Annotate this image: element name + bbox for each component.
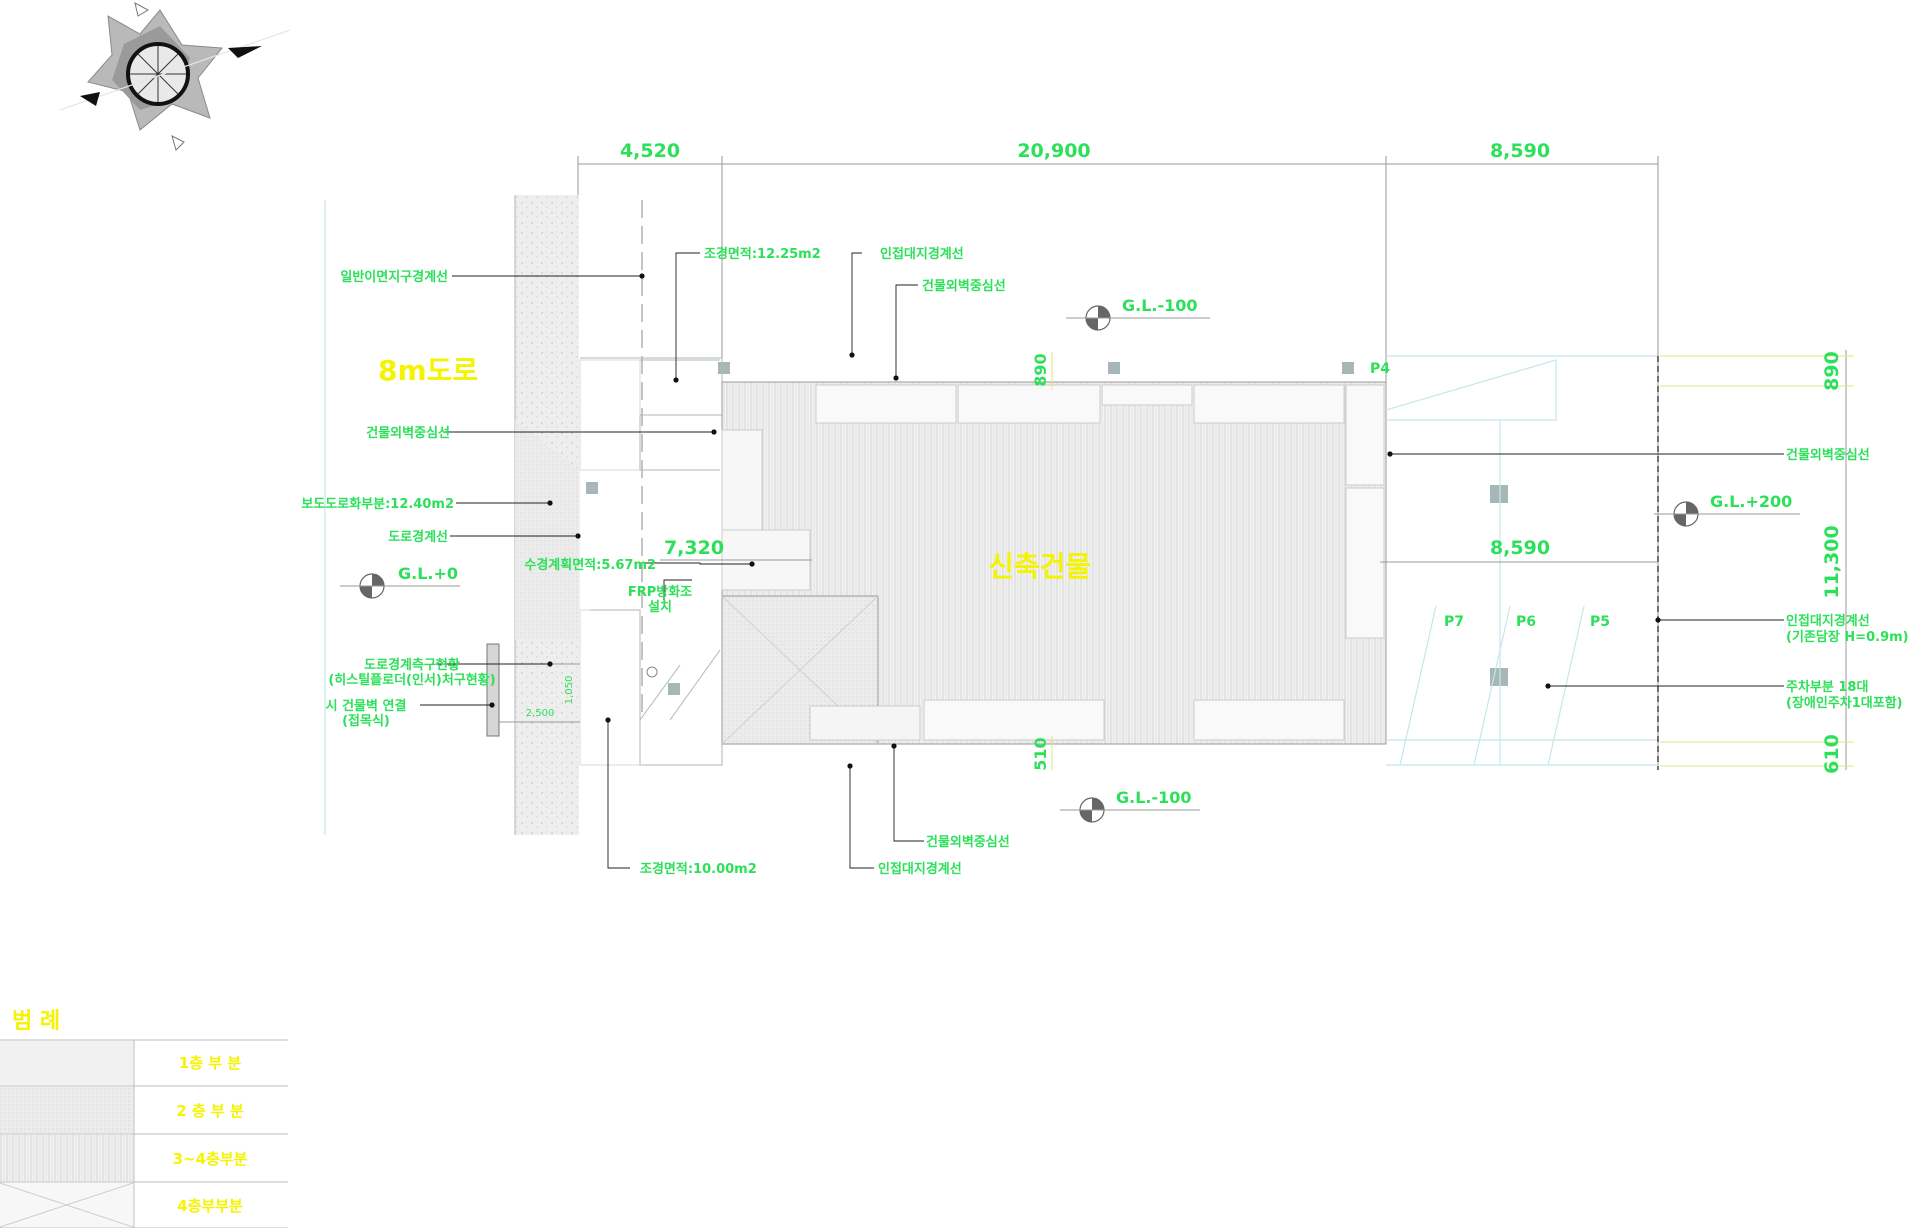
legend-row-4: 4층부부분	[177, 1197, 243, 1215]
column-marker	[586, 482, 598, 494]
road-label: 8m도로	[378, 354, 478, 387]
label-road-line: 도로경계선	[388, 529, 448, 545]
column-marker	[1108, 362, 1120, 374]
dim-inner-right: 8,590	[1490, 537, 1550, 559]
label-pond-area: 수경계획면적:5.67m2	[524, 557, 656, 573]
leader-lines	[420, 252, 1784, 869]
level-marker-top-icon	[1066, 305, 1210, 331]
pillar-p6: P6	[1516, 614, 1536, 630]
north-arrow-compass-icon	[59, 2, 291, 151]
legend-title: 범 례	[12, 1009, 60, 1034]
dim-inner-left: 7,320	[664, 537, 724, 559]
level-marker-right-icon	[1654, 501, 1800, 527]
legend-swatch-3	[0, 1135, 133, 1181]
dim-inner-bottom: 510	[1031, 737, 1050, 770]
label-wall-top: 건물외벽중심선	[922, 278, 1006, 294]
dim-right-middle: 11,300	[1821, 525, 1843, 598]
label-landscape-bottom: 조경면적:10.00m2	[640, 861, 757, 877]
column-marker	[668, 683, 680, 695]
column-marker	[1342, 362, 1354, 374]
label-landscape-top: 조경면적:12.25m2	[704, 246, 821, 262]
pillar-p5: P5	[1590, 614, 1610, 630]
level-marker-left-icon	[340, 573, 460, 599]
label-parking-line2: (장애인주차1대포함)	[1786, 695, 1903, 711]
right-dimension-chain	[1660, 350, 1854, 770]
column-marker	[718, 362, 730, 374]
label-fence-line2: (히스틸플로더(인서)처구현황)	[328, 672, 495, 688]
label-frp-line2: 설치	[648, 599, 672, 615]
dim-top-left: 4,520	[620, 140, 680, 162]
parking-area	[1385, 355, 1659, 770]
legend-swatch-2	[0, 1087, 133, 1133]
dim-right-bottom: 610	[1821, 734, 1843, 774]
level-top: G.L.-100	[1122, 296, 1198, 315]
label-gate-line1: 시 건물벽 연결	[326, 698, 407, 714]
legend-swatch-4	[0, 1182, 134, 1228]
leader-dots	[489, 273, 1661, 769]
label-adjacent-line1: 인접대지경계선	[1786, 613, 1870, 629]
dim-top-center: 20,900	[1017, 140, 1090, 162]
legend: 범 례 1층 부 분 2 층 부 분 3~4층부분 4층부부분	[0, 1009, 288, 1228]
level-marker-bottom-icon	[1060, 797, 1200, 823]
label-site-bottom: 인접대지경계선	[878, 861, 962, 877]
column-marker	[1490, 485, 1508, 503]
label-site-top: 인접대지경계선	[880, 246, 964, 262]
label-alley-line: 일반이면지구경계선	[340, 269, 448, 285]
building-label: 신축건물	[988, 550, 1091, 583]
gate-post	[486, 643, 500, 737]
level-bottom: G.L.-100	[1116, 788, 1192, 807]
label-garden-area: 보도도로화부분:12.40m2	[301, 496, 454, 512]
label-adjacent-line2: (기존담장 H=0.9m)	[1786, 629, 1909, 645]
label-wall-left: 건물외벽중심선	[366, 425, 450, 441]
legend-row-3: 3~4층부분	[173, 1150, 248, 1168]
hydrant-icon	[646, 666, 658, 678]
dim-right-top: 890	[1821, 351, 1843, 391]
dim-inner-top: 890	[1031, 353, 1050, 386]
label-gate-line2: (접목식)	[342, 713, 390, 729]
legend-row-1: 1층 부 분	[179, 1054, 241, 1072]
legend-swatch-1	[0, 1041, 133, 1085]
label-wall-right: 건물외벽중심선	[1786, 447, 1870, 463]
level-right: G.L.+200	[1710, 492, 1792, 511]
dim-small-b: 2,500	[526, 708, 555, 719]
legend-row-2: 2 층 부 분	[176, 1102, 244, 1120]
label-fence-line1: 도로경계측구현황	[364, 657, 460, 673]
label-parking-line1: 주차부분 18대	[1786, 679, 1868, 695]
label-wall-bottom: 건물외벽중심선	[926, 834, 1010, 850]
level-left: G.L.+0	[398, 564, 458, 583]
building-footprint	[721, 381, 1387, 745]
pillar-p4: P4	[1370, 361, 1390, 377]
dim-small-a: 1,050	[564, 676, 575, 705]
pillar-p7: P7	[1444, 614, 1464, 630]
label-frp-line1: FRP방화조	[628, 584, 692, 600]
dim-top-right: 8,590	[1490, 140, 1550, 162]
